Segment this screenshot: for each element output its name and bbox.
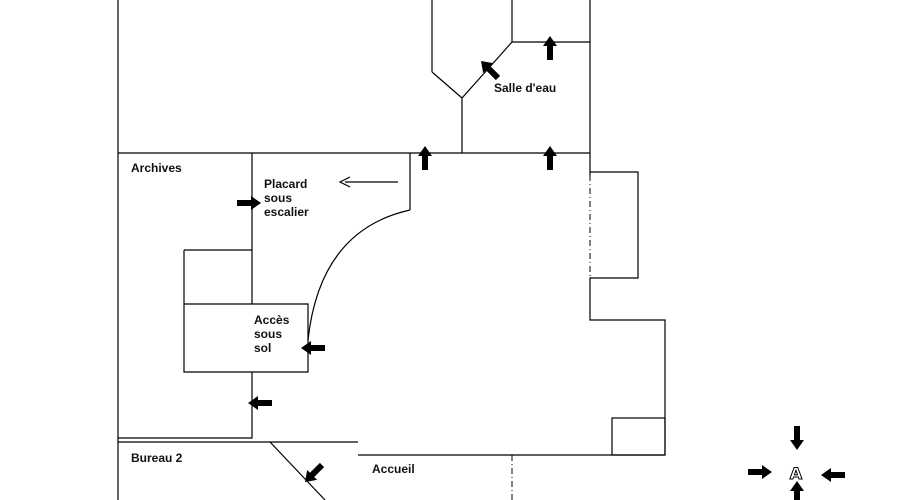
room-label-accueil: Accueil <box>372 462 415 476</box>
arrow-up-left-icon <box>476 56 503 83</box>
arrow-up-icon <box>543 36 557 60</box>
room-label-bureau2: Bureau 2 <box>131 451 183 465</box>
placard-line-1: Placard <box>264 177 308 191</box>
compass-letter: A <box>790 464 803 483</box>
arrow-up-icon <box>418 146 432 170</box>
placard-line-2: sous <box>264 191 293 205</box>
acces-line-1: Accès <box>254 313 290 327</box>
arrow-down-left-icon <box>300 460 327 487</box>
arrow-up-icon <box>790 481 804 500</box>
arrow-left-icon <box>301 341 325 355</box>
placard-line-3: escalier <box>264 205 309 219</box>
walls <box>117 0 666 500</box>
room-label-placard: Placard sous escalier <box>264 177 309 219</box>
arrow-right-icon <box>748 465 772 479</box>
arrow-right-icon <box>237 196 261 210</box>
acces-line-2: sous <box>254 327 283 341</box>
compass: A <box>748 426 845 500</box>
room-label-salle-deau: Salle d'eau <box>494 81 557 95</box>
arrow-down-icon <box>790 426 804 450</box>
acces-line-3: sol <box>254 341 272 355</box>
direction-arrows <box>237 36 557 487</box>
arrow-up-icon <box>543 146 557 170</box>
room-label-archives: Archives <box>131 161 182 175</box>
room-label-acces: Accès sous sol <box>254 313 289 355</box>
arrow-left-icon <box>821 468 845 482</box>
